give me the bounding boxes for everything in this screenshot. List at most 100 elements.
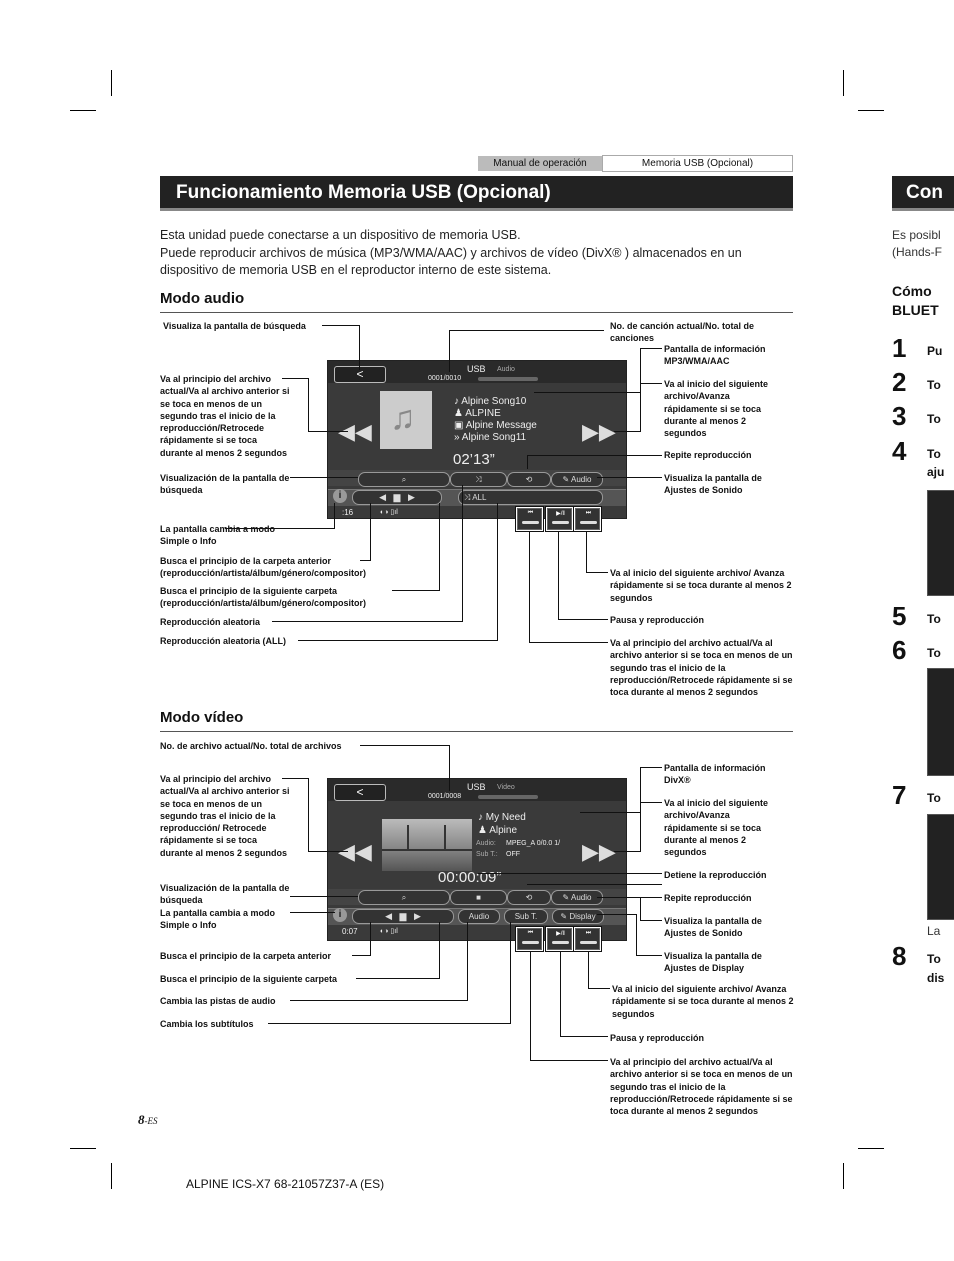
label-next: Va al inicio del siguiente archivo/Avanz…	[664, 798, 769, 858]
subtitle-button[interactable]: Sub T.	[504, 909, 548, 924]
audio-settings-button[interactable]: ✎ Audio	[551, 890, 603, 905]
leader-line	[359, 325, 360, 370]
prev-folder-button[interactable]: ◀ ▆ ▶	[352, 909, 454, 924]
leader-line	[529, 642, 608, 643]
label-track-no: No. de canción actual/No. total de canci…	[610, 321, 755, 344]
label-mini-next: Va al inicio del siguiente archivo/ Avan…	[612, 984, 794, 1019]
search-button[interactable]: ⌕	[358, 472, 450, 487]
rewind-icon[interactable]: ◀◀	[338, 839, 372, 864]
bridge-shape	[382, 849, 472, 851]
mini-inner: ▶/ǁ	[547, 928, 572, 950]
leader-line	[614, 851, 641, 852]
label-mini-next: Va al inicio del siguiente archivo/ Avan…	[610, 568, 792, 603]
prev-folder-button[interactable]: ◀ ▆ ▶	[352, 490, 442, 505]
intro-line: Puede reproducir archivos de música (MP3…	[160, 245, 742, 260]
leader-line	[308, 851, 348, 852]
leader-line	[439, 922, 440, 979]
leader-line	[497, 503, 498, 640]
label-sound-settings: Visualiza la pantalla de Ajustes de Soni…	[664, 916, 762, 939]
label-display-settings: Visualiza la pantalla de Ajustes de Disp…	[664, 951, 762, 974]
album-name-text: Alpine Message	[465, 420, 537, 431]
shuffle-all-button[interactable]: ⤨ ALL	[458, 490, 603, 505]
label-prev-folder: Busca el principio de la carpeta anterio…	[160, 556, 367, 579]
page-title: Funcionamiento Memoria USB (Opcional)	[176, 182, 551, 203]
search-button[interactable]: ⌕	[358, 890, 450, 905]
step-text: To	[927, 791, 941, 805]
intro-line: Esta unidad puede conectarse a un dispos…	[160, 228, 521, 242]
label-mini-play: Pausa y reproducción	[610, 615, 705, 625]
mini-play-button[interactable]: ▶/ǁ	[545, 506, 574, 532]
display-settings-button[interactable]: ✎ Display	[552, 909, 604, 924]
mini-play-button[interactable]: ▶/ǁ	[545, 926, 574, 952]
leader-line	[510, 922, 511, 1024]
mini-prev-icon: ⏮	[527, 510, 534, 516]
leader-line	[529, 531, 530, 643]
leader-line	[560, 951, 561, 1037]
mini-next-button[interactable]: ⏭	[573, 506, 602, 532]
label-stop: Detiene la reproducción	[664, 870, 767, 880]
shuffle-all-label: ALL	[472, 493, 487, 502]
mini-play-icon: ▶/ǁ	[556, 511, 565, 517]
fast-forward-icon[interactable]: ▶▶	[582, 839, 616, 864]
crop-mark	[111, 70, 112, 96]
source-label: USB	[467, 364, 486, 374]
leader-line	[439, 503, 440, 590]
leader-line	[268, 1023, 511, 1024]
crop-mark	[843, 1163, 844, 1189]
sub-info-value: OFF	[506, 851, 520, 858]
leader-line	[597, 477, 662, 478]
step-text: To	[927, 412, 941, 426]
leader-line	[449, 330, 450, 372]
music-note-icon: ♫	[390, 399, 416, 437]
section-rule	[160, 731, 793, 732]
crop-mark	[111, 1163, 112, 1189]
next-song-text: Alpine Song11	[461, 432, 527, 443]
next-page-text: (Hands-F	[892, 245, 943, 259]
step-number: 3	[892, 401, 907, 431]
leader-line	[640, 383, 662, 384]
leader-line	[588, 951, 589, 989]
repeat-button[interactable]: ⟲	[507, 472, 551, 487]
mini-prev-button[interactable]: ⏮	[515, 506, 544, 532]
progress-bar[interactable]	[478, 377, 538, 381]
leader-line	[586, 531, 587, 573]
progress-bar[interactable]	[478, 795, 538, 799]
leader-line	[290, 912, 335, 913]
info-icon[interactable]: i	[333, 489, 347, 503]
leader-line	[308, 431, 348, 432]
next-song: » Alpine Song11	[454, 432, 527, 443]
audio-track-button[interactable]: Audio	[458, 909, 500, 924]
leader-line	[462, 485, 463, 622]
leader-line	[527, 455, 662, 456]
leader-line	[640, 767, 662, 768]
audio-settings-button[interactable]: ✎ Audio	[551, 472, 603, 487]
step-text: aju	[927, 465, 945, 479]
video-artist: ♟ Alpine	[478, 825, 518, 836]
intro-text: Esta unidad puede conectarse a un dispos…	[160, 227, 790, 280]
leader-line	[534, 392, 641, 393]
leader-line	[360, 745, 450, 746]
label-next: Va al inicio del siguiente archivo/Avanz…	[664, 379, 769, 439]
mini-prev-button[interactable]: ⏮	[515, 926, 544, 952]
stop-button[interactable]: ■	[450, 890, 507, 905]
label-mode-change: La pantalla cambia a modo Simple o Info	[160, 524, 276, 547]
repeat-button[interactable]: ⟲	[507, 890, 551, 905]
label-prev-folder: Busca el principio de la carpeta anterio…	[160, 951, 332, 961]
mini-next-button[interactable]: ⏭	[573, 926, 602, 952]
fast-forward-icon[interactable]: ▶▶	[582, 419, 616, 444]
leader-line	[558, 531, 559, 620]
label-mini-prev: Va al principio del archivo actual/Va al…	[610, 1057, 793, 1117]
label-file-no: No. de archivo actual/No. total de archi…	[160, 741, 342, 751]
back-button[interactable]: <	[334, 784, 386, 801]
leader-line	[640, 383, 641, 432]
video-thumbnail	[382, 819, 472, 871]
step-text: To	[927, 612, 941, 626]
artist-name: ♟ ALPINE	[454, 408, 501, 419]
shuffle-button[interactable]: ⤨	[450, 472, 507, 487]
rewind-icon[interactable]: ◀◀	[338, 419, 372, 444]
back-button[interactable]: <	[334, 366, 386, 383]
leader-line	[640, 802, 662, 803]
step-number: 8	[892, 941, 907, 971]
info-icon[interactable]: i	[333, 908, 347, 922]
label-shuffle: Reproducción aleatoria	[160, 617, 261, 627]
